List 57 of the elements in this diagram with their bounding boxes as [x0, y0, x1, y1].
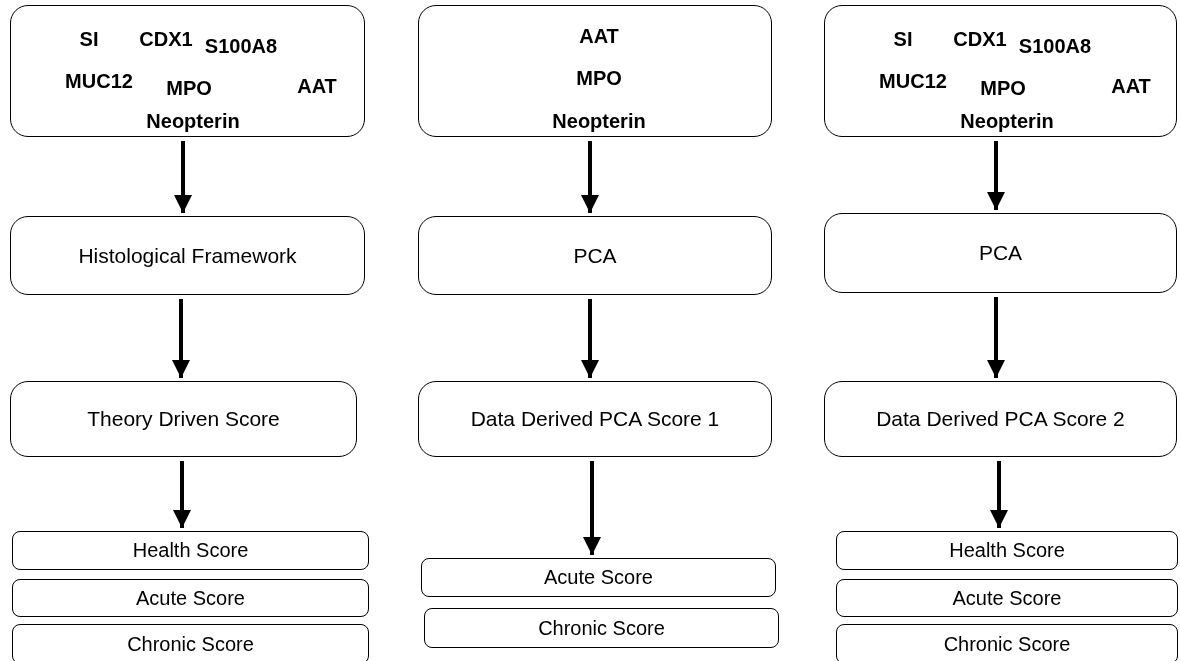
process-box [418, 381, 772, 457]
box-label: Chronic Score [127, 632, 254, 656]
box-label: Histological Framework [78, 243, 297, 268]
marker-label: AAT [579, 24, 619, 48]
marker-label: S100A8 [1018, 34, 1092, 58]
box-label: Theory Driven Score [87, 407, 280, 431]
box-label: Health Score [949, 539, 1065, 562]
box-label: Health Score [132, 539, 249, 562]
score-box [836, 624, 1178, 661]
process-box [10, 381, 357, 457]
arrow [987, 141, 1005, 210]
arrow [174, 141, 192, 213]
arrow [581, 141, 599, 213]
marker-label: MPO [576, 66, 622, 90]
score-box [12, 531, 369, 570]
box-label: Chronic Score [943, 632, 1071, 656]
arrow [990, 461, 1008, 528]
box-label: PCA [573, 243, 617, 268]
score-box [12, 579, 369, 617]
marker-label: MUC12 [879, 69, 947, 93]
marker-box [10, 5, 365, 137]
marker-label: AAT [297, 74, 337, 98]
process-box [10, 216, 365, 295]
marker-label: SI [79, 27, 99, 51]
marker-label: SI [893, 27, 913, 51]
marker-box [418, 5, 772, 137]
marker-label: CDX1 [953, 27, 1007, 51]
arrow [987, 297, 1005, 378]
arrow [583, 461, 601, 555]
box-label: Acute Score [952, 586, 1062, 610]
marker-label: S100A8 [204, 34, 278, 58]
box-label: Acute Score [136, 586, 245, 610]
arrow [172, 299, 190, 378]
marker-label: Neopterin [552, 109, 646, 133]
process-box [824, 381, 1177, 457]
marker-label: CDX1 [139, 27, 193, 51]
box-label: Data Derived PCA Score 2 [876, 407, 1125, 431]
process-box [418, 216, 772, 295]
marker-label: Neopterin [146, 109, 240, 133]
marker-label: MPO [980, 76, 1026, 100]
box-label: Acute Score [544, 566, 653, 589]
box-label: Data Derived PCA Score 1 [470, 407, 720, 431]
arrow [581, 299, 599, 378]
marker-label: AAT [1111, 74, 1151, 98]
score-box [836, 531, 1178, 570]
marker-label: MPO [166, 76, 212, 100]
box-label: PCA [978, 241, 1023, 265]
marker-box [824, 5, 1177, 137]
marker-label: MUC12 [65, 69, 133, 93]
score-box [424, 608, 779, 648]
score-box [421, 558, 776, 597]
score-box [836, 579, 1178, 617]
box-label: Chronic Score [538, 616, 665, 640]
score-box [12, 624, 369, 661]
arrow [173, 461, 191, 528]
marker-label: Neopterin [960, 109, 1054, 133]
process-box [824, 213, 1177, 293]
